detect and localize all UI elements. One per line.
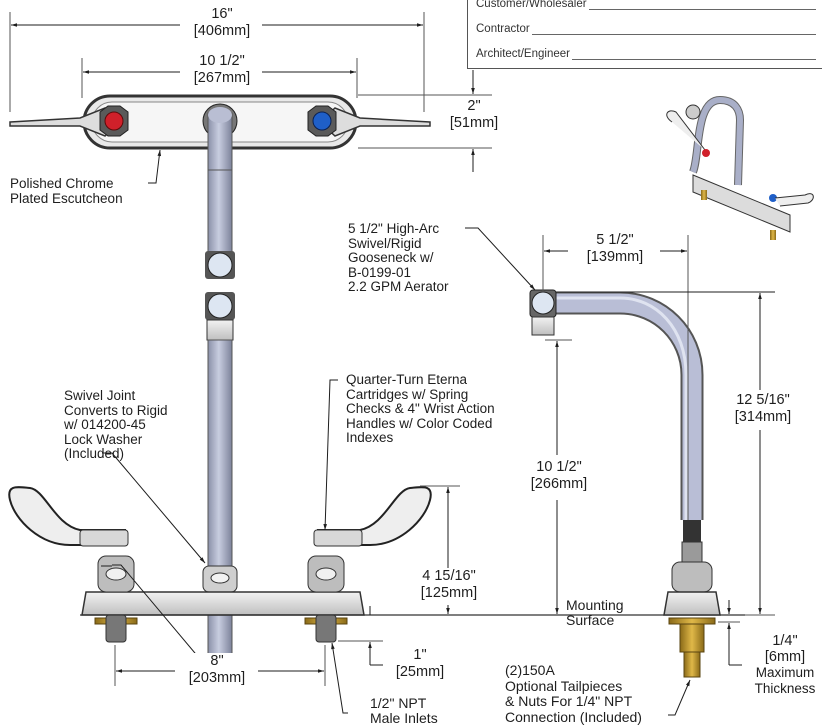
hot-index-icon: [104, 111, 124, 131]
form-label: Contractor: [476, 23, 530, 35]
dim-shank-length: 1"[25mm]: [388, 647, 452, 681]
front-view: [8, 169, 745, 714]
dim-handle-height: 4 15/16"[125mm]: [410, 568, 488, 602]
form-field-contractor[interactable]: Contractor: [476, 23, 816, 35]
callout-escutcheon: Polished Chrome Plated Escutcheon: [10, 176, 123, 206]
approval-form: Customer/Wholesaler Contractor Architect…: [467, 0, 822, 69]
callout-tailpieces: (2)150A Optional Tailpieces & Nuts For 1…: [505, 662, 642, 725]
isometric-view: [666, 95, 814, 240]
cold-index-icon: [312, 111, 332, 131]
callout-gooseneck: 5 1/2" High-Arc Swivel/Rigid Gooseneck w…: [348, 221, 449, 294]
form-field-architect[interactable]: Architect/Engineer: [476, 48, 816, 60]
dim-spout-height: 12 5/16"[314mm]: [724, 392, 802, 426]
callout-mounting-surface: Mounting Surface: [566, 597, 624, 628]
aerator: [531, 291, 555, 315]
leader-swivel-joint: [102, 452, 206, 564]
dim-max-thickness: 1/4"[6mm] Maximum Thickness: [748, 633, 822, 697]
spout-pipe: [207, 169, 233, 253]
dim-overall-width: 16"[406mm]: [186, 6, 258, 40]
dim-centers: 8"[203mm]: [178, 653, 256, 687]
callout-inlets: 1/2" NPT Male Inlets: [370, 695, 438, 726]
callout-swivel-joint: Swivel Joint Converts to Rigid w/ 014200…: [64, 388, 168, 461]
side-view: [465, 227, 775, 716]
dim-outlet-height: 10 1/2"[266mm]: [520, 459, 598, 493]
top-view: [9, 12, 492, 184]
callout-cartridges: Quarter-Turn Eterna Cartridges w/ Spring…: [346, 372, 495, 445]
dim-center-width: 10 1/2"[267mm]: [186, 53, 258, 87]
form-label: Architect/Engineer: [476, 48, 570, 60]
tailpiece: [683, 651, 701, 678]
deck-base: [81, 591, 365, 616]
dim-spout-reach: 5 1/2"[139mm]: [572, 232, 658, 266]
form-field-customer[interactable]: Customer/Wholesaler: [476, 0, 816, 10]
form-label: Customer/Wholesaler: [476, 0, 587, 10]
dim-escutcheon-depth: 2"[51mm]: [444, 98, 504, 132]
